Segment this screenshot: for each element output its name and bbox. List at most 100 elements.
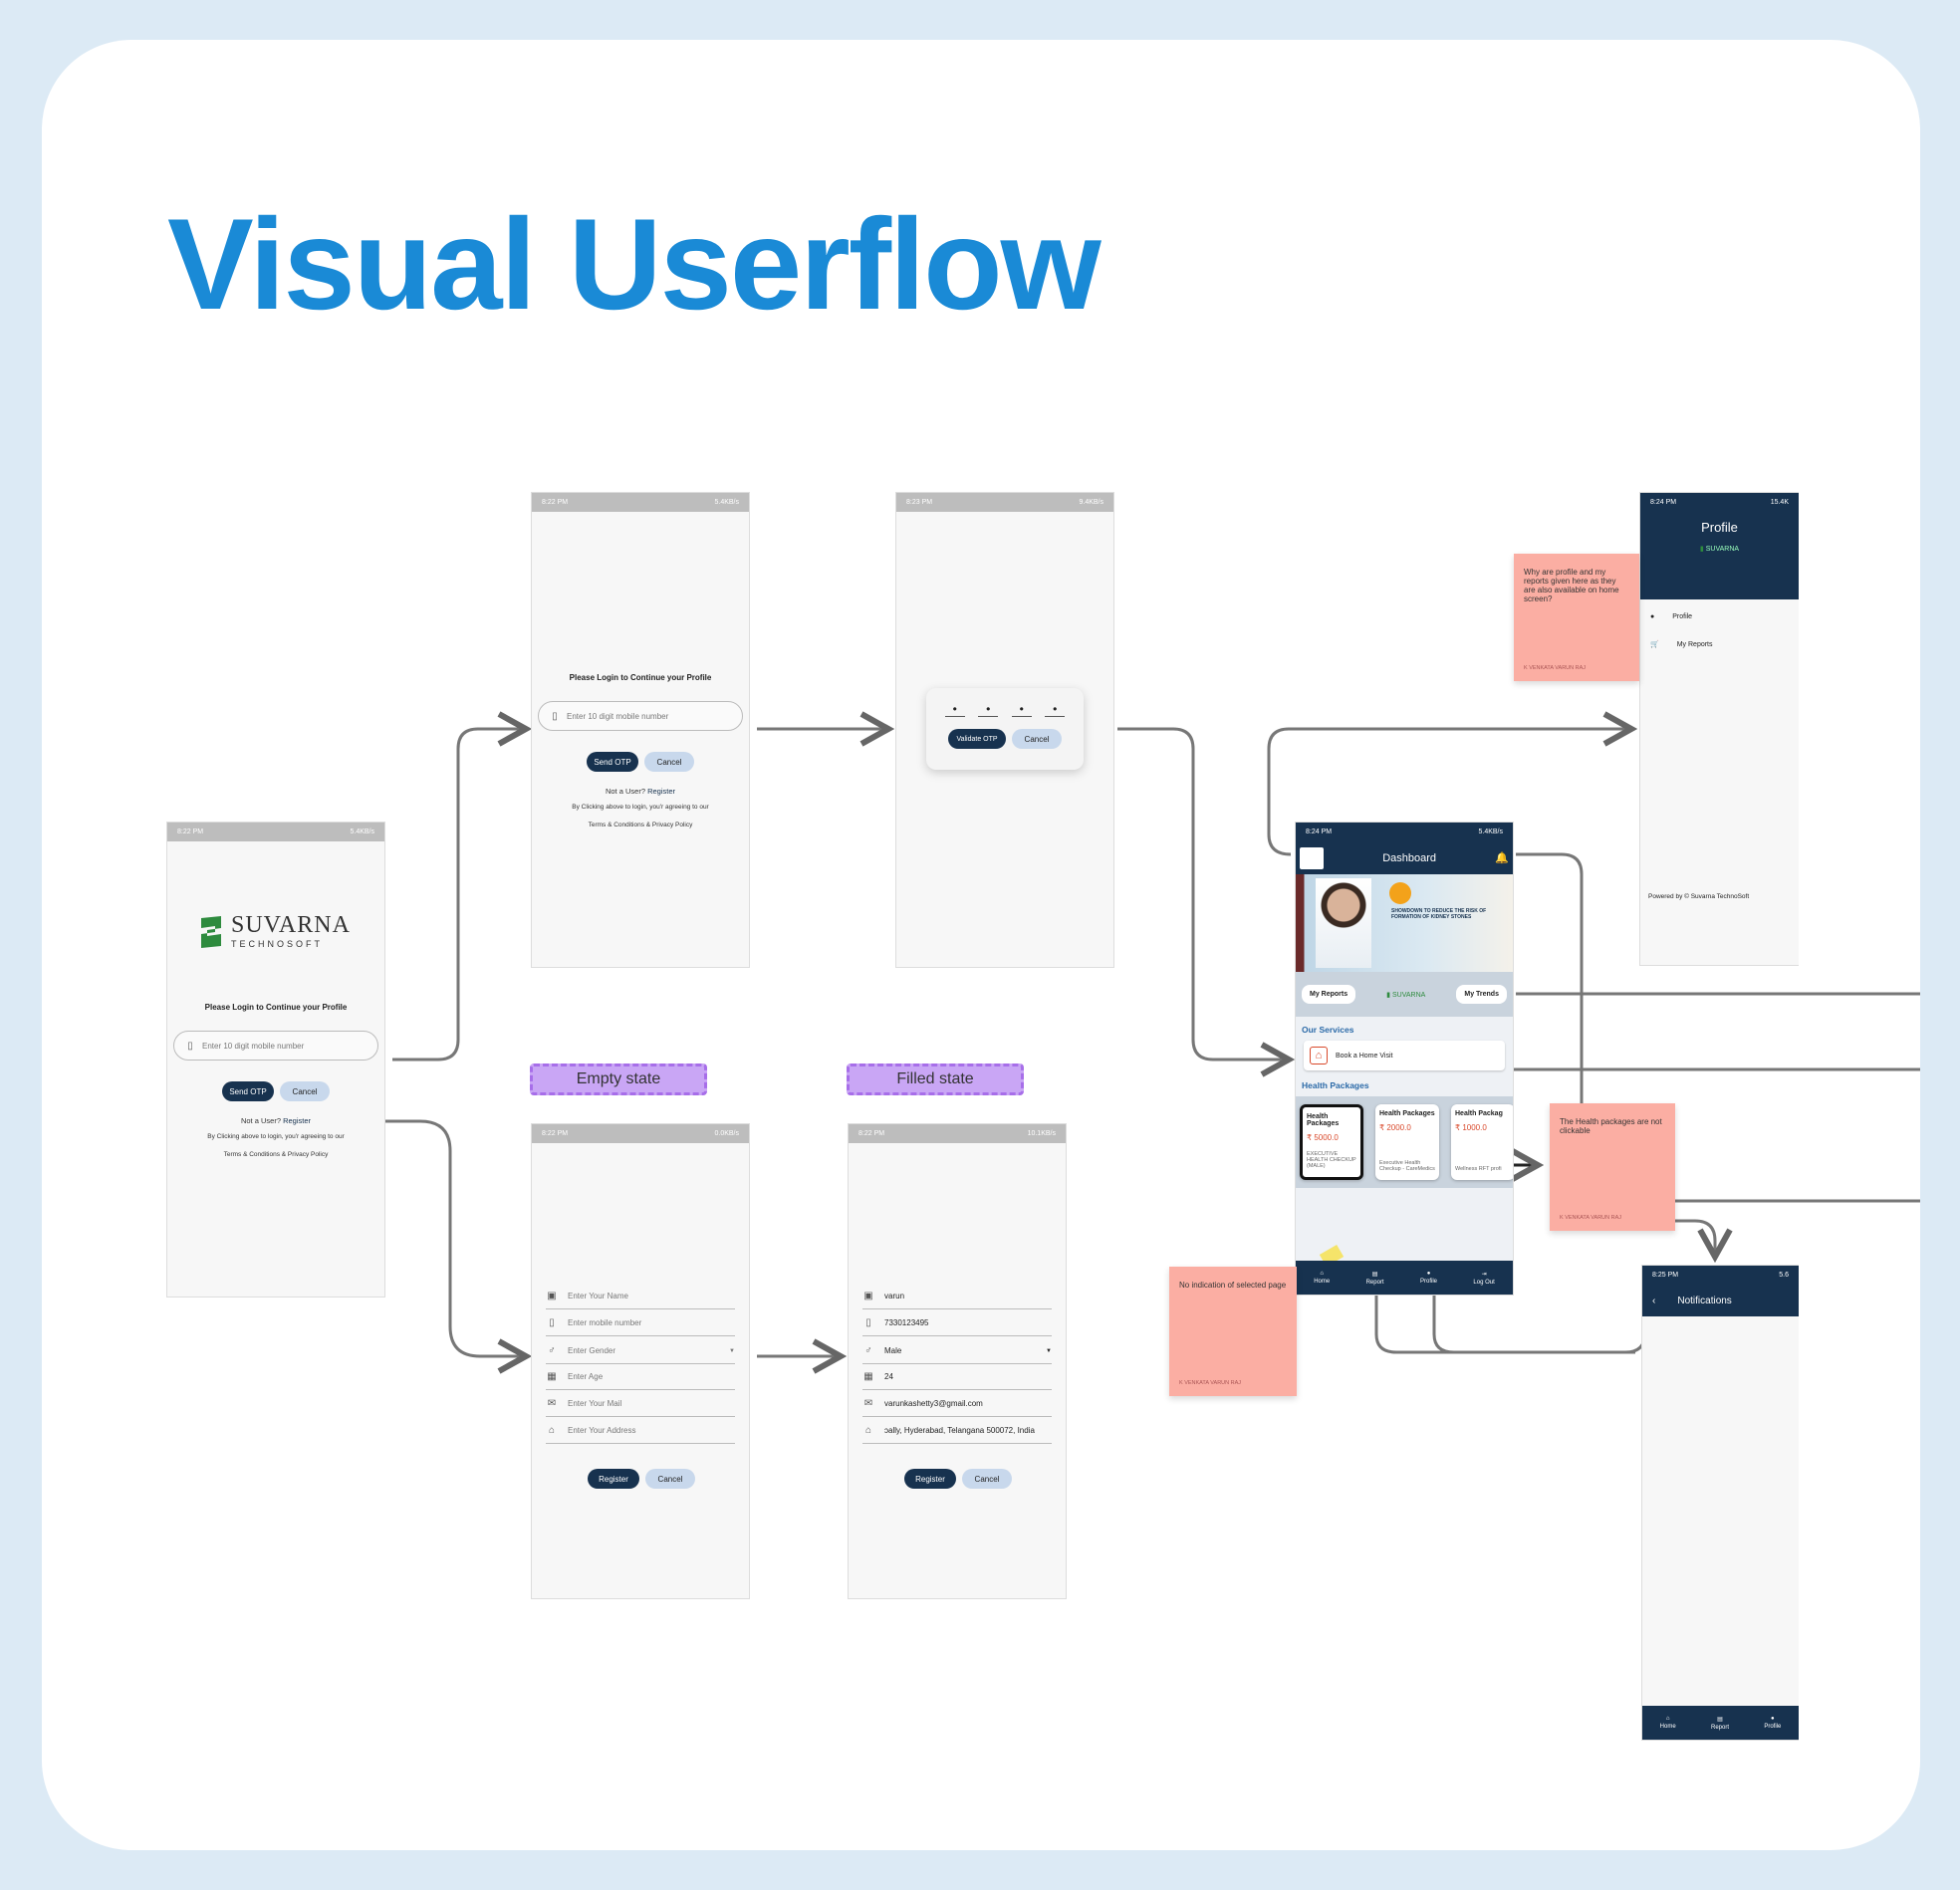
promo-banner[interactable]: SHOWDOWN TO REDUCE THE RISK OF FORMATION… bbox=[1296, 874, 1513, 972]
terms-link[interactable]: Terms & Conditions bbox=[223, 1151, 280, 1158]
powered-by-text: Powered by © Suvarna TechnoSoft bbox=[1648, 893, 1750, 900]
brand-mini-logo: ▮ SUVARNA bbox=[1386, 991, 1426, 999]
register-button[interactable]: Register bbox=[904, 1469, 956, 1489]
bottom-nav: ⌂Home ▤Report ●Profile bbox=[1642, 1706, 1799, 1740]
age-field[interactable]: ▦24 bbox=[862, 1364, 1052, 1390]
terms-line: Terms & Conditions & Privacy Policy bbox=[223, 1151, 329, 1158]
mail-field[interactable]: ✉Enter Your Mail bbox=[546, 1391, 735, 1417]
gender-icon: ♂ bbox=[864, 1345, 872, 1356]
age-field[interactable]: ▦Enter Age bbox=[546, 1364, 735, 1390]
contact-icon: ▣ bbox=[547, 1291, 557, 1301]
mobile-field[interactable]: ▯Enter mobile number bbox=[546, 1310, 735, 1336]
flow-bottom-loop2 bbox=[1432, 1289, 1635, 1354]
filled-state-label: Filled state bbox=[847, 1063, 1024, 1095]
person-icon: ● bbox=[1771, 1716, 1775, 1722]
name-field[interactable]: ▣Enter Your Name bbox=[546, 1284, 735, 1309]
report-icon: ▤ bbox=[1371, 1271, 1378, 1278]
banner-text: SHOWDOWN TO REDUCE THE RISK OF FORMATION… bbox=[1391, 908, 1487, 920]
profile-header: Profile ▮ SUVARNA bbox=[1640, 512, 1799, 599]
validate-otp-button[interactable]: Validate OTP bbox=[948, 729, 1006, 749]
terms-link[interactable]: Terms & Conditions bbox=[588, 822, 644, 828]
notifications-title: Notifications bbox=[1677, 1295, 1732, 1306]
phone-input[interactable]: ▯Enter 10 digit mobile number bbox=[538, 701, 743, 731]
cancel-button[interactable]: Cancel bbox=[962, 1469, 1012, 1489]
bell-icon[interactable]: 🔔 bbox=[1495, 852, 1509, 864]
cancel-button[interactable]: Cancel bbox=[1012, 729, 1062, 749]
login-heading: Please Login to Continue your Profile bbox=[204, 1003, 348, 1012]
drawer-item-profile[interactable]: ●Profile bbox=[1650, 613, 1693, 620]
flow-register-link bbox=[321, 1119, 526, 1356]
address-field[interactable]: ⌂ɔally, Hyderabad, Telangana 500072, Ind… bbox=[862, 1418, 1052, 1444]
back-arrow-icon[interactable]: ‹ bbox=[1652, 1295, 1656, 1306]
app-logo bbox=[1300, 846, 1324, 869]
mobile-field[interactable]: ▯7330123495 bbox=[862, 1310, 1052, 1336]
otp-digit-3[interactable]: • bbox=[1011, 702, 1032, 717]
person-icon: ● bbox=[1650, 613, 1655, 620]
privacy-link[interactable]: Privacy Policy bbox=[287, 1151, 329, 1158]
my-trends-button[interactable]: My Trends bbox=[1456, 985, 1507, 1004]
nav-logout[interactable]: ⇥Log Out bbox=[1473, 1271, 1495, 1286]
send-otp-button[interactable]: Send OTP bbox=[587, 752, 638, 772]
otp-digit-1[interactable]: • bbox=[944, 702, 965, 717]
register-link[interactable]: Register bbox=[283, 1116, 312, 1125]
not-user-text: Not a User? Register bbox=[240, 1116, 312, 1125]
calendar-icon: ▦ bbox=[547, 1371, 557, 1382]
phone-input[interactable]: ▯Enter 10 digit mobile number bbox=[173, 1031, 378, 1061]
otp-digit-4[interactable]: • bbox=[1045, 702, 1066, 717]
register-button[interactable]: Register bbox=[588, 1469, 639, 1489]
home-icon: ⌂ bbox=[1320, 1271, 1324, 1277]
send-otp-button[interactable]: Send OTP bbox=[222, 1081, 274, 1101]
otp-digit-2[interactable]: • bbox=[978, 702, 999, 717]
leaf-logo-icon bbox=[201, 915, 221, 948]
bottom-nav: ⌂Home ▤Report ●Profile ⇥Log Out bbox=[1296, 1261, 1513, 1295]
dropdown-arrow-icon: ▼ bbox=[1046, 1347, 1052, 1354]
logout-icon: ⇥ bbox=[1481, 1271, 1487, 1278]
mail-field[interactable]: ✉varunkashetty3@gmail.com bbox=[862, 1391, 1052, 1417]
name-field[interactable]: ▣varun bbox=[862, 1284, 1052, 1309]
flow-dashboard-right1 bbox=[1516, 852, 1584, 1157]
nav-profile[interactable]: ●Profile bbox=[1764, 1716, 1782, 1730]
flow-login-to-login2 bbox=[392, 729, 526, 1062]
register-link[interactable]: Register bbox=[647, 787, 676, 796]
drawer-item-reports[interactable]: 🛒My Reports bbox=[1650, 640, 1713, 649]
home-icon: ⌂ bbox=[1665, 1716, 1670, 1722]
nav-report[interactable]: ▤Report bbox=[1710, 1716, 1729, 1731]
nav-home[interactable]: ⌂Home bbox=[1659, 1716, 1676, 1730]
nav-profile[interactable]: ●Profile bbox=[1420, 1271, 1438, 1285]
cancel-button[interactable]: Cancel bbox=[645, 1469, 695, 1489]
my-reports-button[interactable]: My Reports bbox=[1302, 985, 1356, 1004]
cart-icon: 🛒 bbox=[1650, 641, 1659, 648]
header-title: Dashboard bbox=[1382, 851, 1437, 864]
nav-report[interactable]: ▤Report bbox=[1365, 1271, 1384, 1286]
sticky-note-profile: Why are profile and my reports given her… bbox=[1514, 554, 1639, 681]
person-icon: ● bbox=[1426, 1271, 1431, 1277]
gender-select[interactable]: ♂Enter Gender▼ bbox=[546, 1338, 735, 1364]
brand-name: SUVARNA bbox=[231, 912, 351, 938]
gender-select[interactable]: ♂Male▼ bbox=[862, 1338, 1052, 1364]
not-user-text: Not a User? Register bbox=[605, 787, 676, 796]
flow-otp-to-dashboard bbox=[1117, 727, 1289, 1060]
contact-icon: ▣ bbox=[863, 1291, 873, 1301]
privacy-link[interactable]: Privacy Policy bbox=[651, 822, 693, 828]
home-visit-card[interactable]: ⌂Book a Home Visit bbox=[1304, 1041, 1505, 1070]
cancel-button[interactable]: Cancel bbox=[644, 752, 694, 772]
agree-text: By Clicking above to login, you'r agreei… bbox=[572, 804, 709, 811]
address-field[interactable]: ⌂Enter Your Address bbox=[546, 1418, 735, 1444]
our-services-heading: Our Services bbox=[1302, 1025, 1354, 1035]
brand-mini-logo: ▮ SUVARNA bbox=[1699, 546, 1740, 553]
nav-home[interactable]: ⌂Home bbox=[1314, 1271, 1331, 1285]
cancel-button[interactable]: Cancel bbox=[280, 1081, 330, 1101]
quick-links: My Reports ▮ SUVARNA My Trends bbox=[1296, 972, 1513, 1017]
